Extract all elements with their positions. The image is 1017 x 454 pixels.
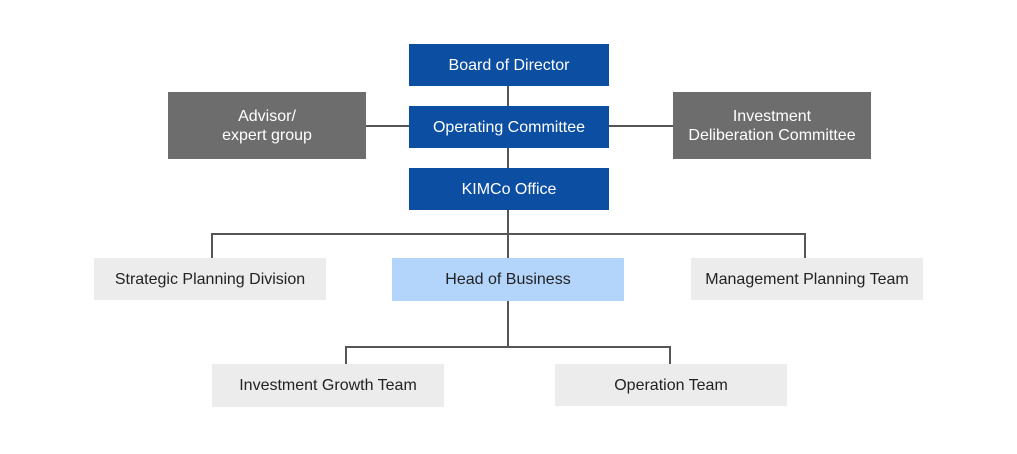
connector-team-bracket bbox=[345, 346, 671, 364]
operating-committee-box: Operating Committee bbox=[409, 106, 609, 148]
head-of-business-box: Head of Business bbox=[392, 258, 624, 301]
operation-team-box: Operation Team bbox=[555, 364, 787, 406]
connector-division-bracket bbox=[211, 233, 806, 258]
advisor-expert-group-box: Advisor/ expert group bbox=[168, 92, 366, 159]
kimco-office-box: KIMCo Office bbox=[409, 168, 609, 210]
board-of-director-box: Board of Director bbox=[409, 44, 609, 86]
strategic-planning-division-box: Strategic Planning Division bbox=[94, 258, 326, 300]
investment-growth-team-box: Investment Growth Team bbox=[212, 364, 444, 407]
management-planning-team-box: Management Planning Team bbox=[691, 258, 923, 300]
investment-deliberation-committee-box: Investment Deliberation Committee bbox=[673, 92, 871, 159]
